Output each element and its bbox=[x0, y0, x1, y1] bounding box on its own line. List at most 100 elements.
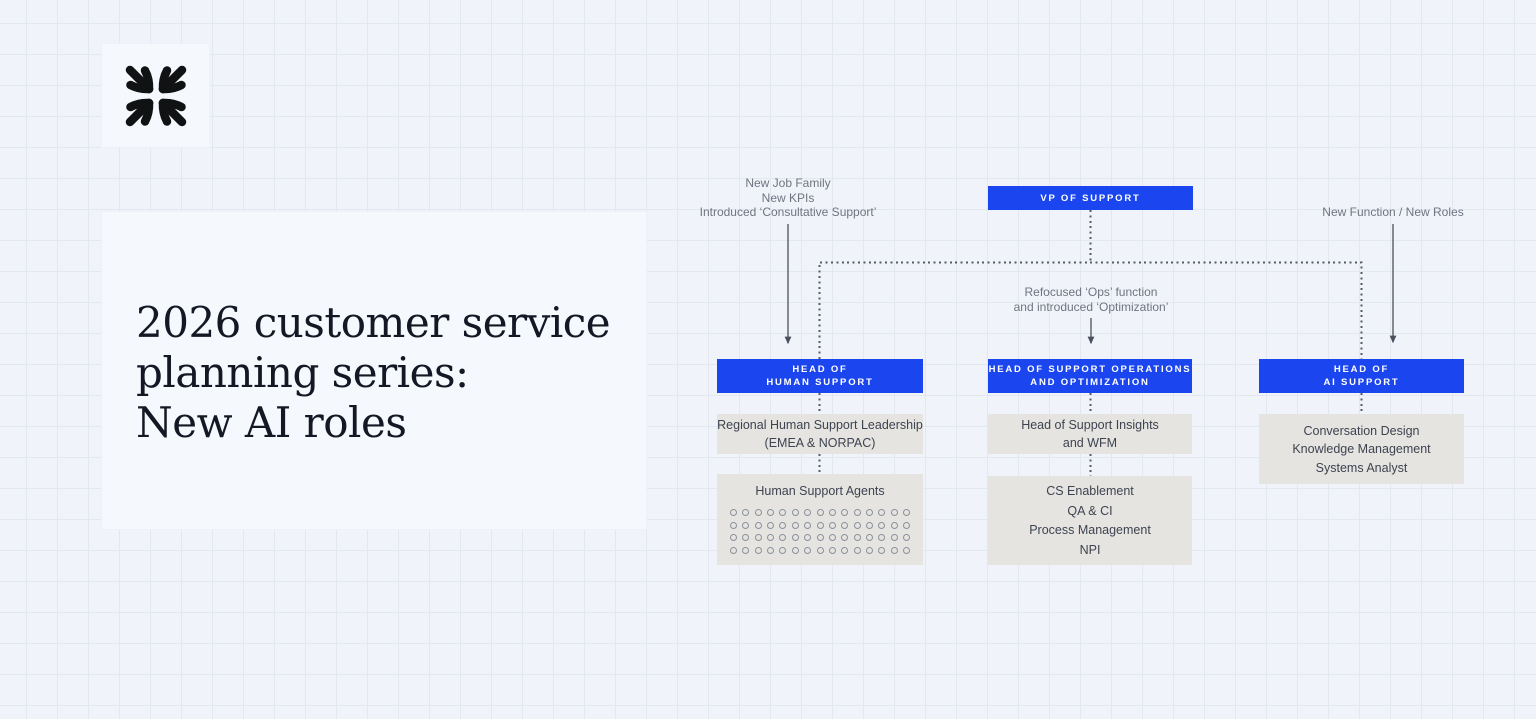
head-of-human-support-line-2: HUMAN SUPPORT bbox=[766, 377, 874, 388]
head-of-human-support-box: HEAD OF HUMAN SUPPORT bbox=[717, 359, 923, 393]
agent-dot bbox=[816, 509, 824, 516]
agent-dot bbox=[853, 509, 861, 516]
agent-dot bbox=[766, 521, 774, 529]
agent-dot bbox=[804, 546, 812, 554]
human-support-agents-title: Human Support Agents bbox=[755, 484, 885, 498]
support-insights-line-1: Head of Support Insights bbox=[1021, 418, 1159, 432]
ai-support-roles-box: Conversation Design Knowledge Management… bbox=[1259, 414, 1464, 484]
agent-dot bbox=[804, 509, 812, 516]
agent-dot bbox=[742, 509, 750, 516]
regional-leadership-line-1: Regional Human Support Leadership bbox=[717, 418, 923, 432]
agent-dot bbox=[878, 534, 886, 541]
head-of-support-operations-line-1: HEAD OF SUPPORT OPERATIONS bbox=[988, 364, 1192, 375]
head-of-support-operations-line-2: AND OPTIMIZATION bbox=[1030, 377, 1150, 388]
annotation-right: New Function / New Roles bbox=[1322, 205, 1463, 220]
agent-dot bbox=[853, 546, 861, 554]
ops-teams-box: CS Enablement QA & CI Process Management… bbox=[988, 476, 1192, 565]
head-of-human-support-line-1: HEAD OF bbox=[792, 364, 848, 375]
agent-dot bbox=[754, 534, 762, 541]
agent-dot bbox=[828, 509, 836, 516]
ai-role-systems-analyst: Systems Analyst bbox=[1315, 460, 1408, 475]
regional-leadership-line-2: (EMEA & NORPAC) bbox=[764, 436, 876, 450]
agent-dot bbox=[903, 509, 911, 516]
head-of-ai-support-box: HEAD OF AI SUPPORT bbox=[1259, 359, 1464, 393]
head-of-ai-support-line-2: AI SUPPORT bbox=[1323, 377, 1400, 388]
agent-dot bbox=[742, 521, 750, 529]
agent-dot bbox=[878, 546, 886, 554]
vp-of-support-box: VP OF SUPPORT bbox=[988, 186, 1193, 210]
agent-dot bbox=[779, 509, 787, 516]
agent-dot bbox=[804, 521, 812, 529]
annotation-middle-line-2: and introduced ‘Optimization’ bbox=[1013, 299, 1169, 314]
agent-dot bbox=[890, 546, 898, 554]
vp-of-support-label: VP OF SUPPORT bbox=[1040, 192, 1141, 204]
agent-dot bbox=[866, 509, 874, 516]
agent-dot bbox=[903, 546, 911, 554]
agent-dot bbox=[890, 534, 898, 541]
human-support-agents-box: Human Support Agents bbox=[717, 474, 923, 565]
annotation-left-line-3: Introduced ‘Consultative Support’ bbox=[699, 205, 877, 219]
annotation-left-line-2: New KPIs bbox=[761, 190, 815, 205]
agent-dot bbox=[878, 521, 886, 529]
agent-dot bbox=[903, 521, 911, 529]
agent-dot bbox=[841, 534, 849, 541]
converging-arrows-logo-icon bbox=[125, 65, 186, 126]
annotation-left-line-1: New Job Family bbox=[745, 176, 831, 190]
agent-dot bbox=[828, 546, 836, 554]
agent-dot bbox=[791, 546, 799, 554]
agent-dot bbox=[903, 534, 911, 541]
agent-dot bbox=[742, 534, 750, 541]
agent-dot bbox=[816, 534, 824, 541]
agent-dot bbox=[866, 546, 874, 554]
agent-dot bbox=[828, 521, 836, 529]
agent-dot bbox=[779, 534, 787, 541]
agent-dot bbox=[890, 509, 898, 516]
annotation-middle-line-1: Refocused ‘Ops’ function bbox=[1024, 285, 1158, 299]
agent-dot bbox=[853, 521, 861, 529]
agent-dot bbox=[766, 534, 774, 541]
agent-dot bbox=[853, 534, 861, 541]
title-line-2: planning series: bbox=[136, 348, 469, 397]
agent-dot bbox=[866, 521, 874, 529]
ops-team-qa-ci: QA & CI bbox=[1067, 503, 1113, 518]
agent-dot bbox=[754, 509, 762, 516]
logo-card bbox=[101, 43, 210, 148]
agent-dot bbox=[791, 509, 799, 516]
agent-dot bbox=[729, 521, 737, 529]
agent-dot bbox=[729, 509, 737, 516]
regional-human-support-leadership-box: Regional Human Support Leadership (EMEA … bbox=[717, 414, 923, 454]
agent-dot bbox=[754, 546, 762, 554]
agent-dot bbox=[791, 534, 799, 541]
agent-dot bbox=[841, 521, 849, 529]
annotation-left: New Job Family New KPIs Introduced ‘Cons… bbox=[700, 176, 877, 220]
agent-dot bbox=[890, 521, 898, 529]
agent-dot bbox=[766, 509, 774, 516]
agent-dot bbox=[766, 546, 774, 554]
ai-role-conversation-design: Conversation Design bbox=[1303, 423, 1420, 438]
agent-dot bbox=[779, 546, 787, 554]
agent-dot bbox=[828, 534, 836, 541]
agent-dot bbox=[804, 534, 812, 541]
title-line-3: New AI roles bbox=[136, 398, 407, 447]
annotation-middle: Refocused ‘Ops’ function and introduced … bbox=[1014, 285, 1169, 314]
page-title: 2026 customer service planning series: N… bbox=[136, 298, 611, 448]
agents-dot-grid bbox=[729, 509, 911, 554]
head-of-ai-support-line-1: HEAD OF bbox=[1333, 364, 1390, 375]
annotation-right-line-1: New Function / New Roles bbox=[1322, 205, 1464, 219]
support-insights-line-2: and WFM bbox=[1062, 436, 1118, 450]
ops-team-cs-enablement: CS Enablement bbox=[1046, 484, 1134, 499]
agent-dot bbox=[791, 521, 799, 529]
agent-dot bbox=[878, 509, 886, 516]
agent-dot bbox=[866, 534, 874, 541]
agent-dot bbox=[841, 509, 849, 516]
agent-dot bbox=[729, 546, 737, 554]
ops-team-process-management: Process Management bbox=[1029, 523, 1151, 538]
head-of-support-insights-box: Head of Support Insights and WFM bbox=[988, 414, 1192, 454]
agent-dot bbox=[742, 546, 750, 554]
agent-dot bbox=[754, 521, 762, 529]
agent-dot bbox=[841, 546, 849, 554]
head-of-support-operations-box: HEAD OF SUPPORT OPERATIONS AND OPTIMIZAT… bbox=[988, 359, 1192, 393]
ai-role-knowledge-management: Knowledge Management bbox=[1292, 442, 1431, 456]
title-line-1: 2026 customer service bbox=[136, 298, 611, 347]
